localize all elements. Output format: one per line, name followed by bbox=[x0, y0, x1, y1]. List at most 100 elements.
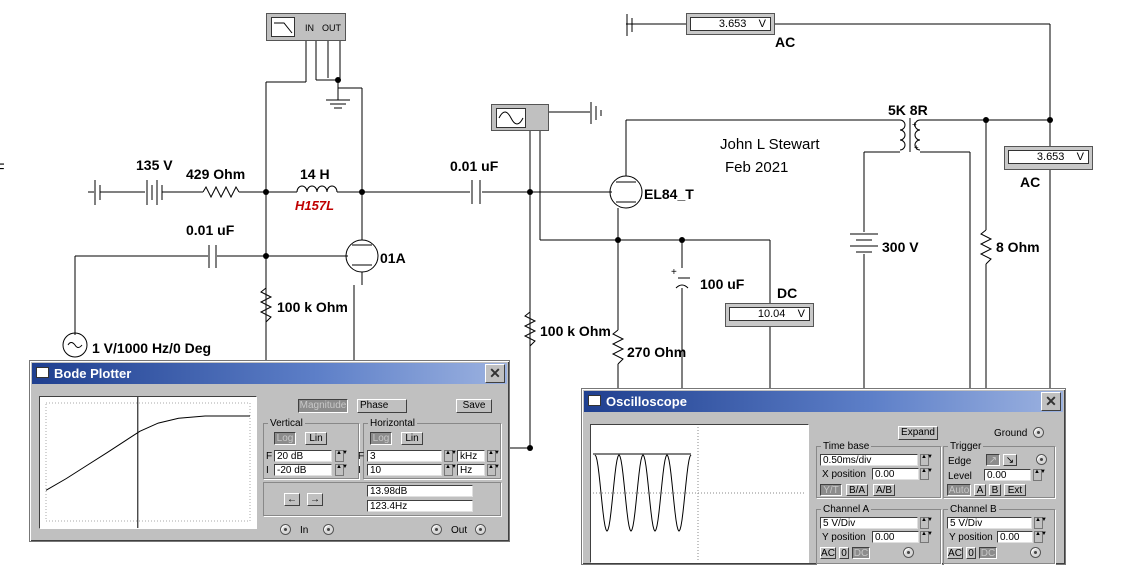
scope-screen[interactable] bbox=[590, 424, 809, 563]
horizontal-final-label: F bbox=[358, 451, 365, 462]
bode-plot-area[interactable] bbox=[39, 396, 257, 529]
bode-magnitude-curve bbox=[45, 415, 250, 491]
in-minus-terminal[interactable] bbox=[323, 524, 334, 535]
horizontal-final-unit[interactable]: kHz bbox=[457, 450, 485, 462]
spinner-icon[interactable]: ▲▼ bbox=[920, 517, 933, 529]
vertical-log-button[interactable]: Log bbox=[274, 432, 296, 445]
ext-trigger-terminal[interactable] bbox=[1036, 454, 1047, 465]
transformer-label: 5K 8R bbox=[888, 102, 928, 118]
mode-ab-button[interactable]: A/B bbox=[873, 484, 895, 496]
ground-terminal[interactable] bbox=[1033, 427, 1044, 438]
scope-titlebar[interactable]: Oscilloscope ✕ bbox=[584, 391, 1063, 412]
date-note: Feb 2021 bbox=[725, 159, 789, 176]
spinner-icon[interactable]: ▲▼ bbox=[487, 450, 500, 462]
load-8ohm-label: 8 Ohm bbox=[996, 239, 1040, 255]
horizontal-initial-unit[interactable]: Hz bbox=[457, 464, 485, 476]
spinner-icon[interactable]: ▲▼ bbox=[920, 468, 933, 480]
spinner-icon[interactable]: ▲▼ bbox=[335, 450, 348, 462]
spinner-icon[interactable]: ▲▼ bbox=[920, 454, 933, 466]
spinner-icon[interactable]: ▲▼ bbox=[487, 464, 500, 476]
out-minus-terminal[interactable] bbox=[475, 524, 486, 535]
out-plus-terminal[interactable] bbox=[431, 524, 442, 535]
channel-a-terminal[interactable] bbox=[903, 547, 914, 558]
vertical-final-label: F bbox=[266, 451, 273, 462]
horizontal-initial-field[interactable]: 10 bbox=[367, 464, 442, 476]
spinner-icon[interactable]: ▲▼ bbox=[920, 531, 933, 543]
close-icon[interactable]: ✕ bbox=[485, 364, 505, 383]
horizontal-group: Horizontal Log Lin F 3 ▲▼ kHz ▲▼ I 10 ▲▼… bbox=[358, 418, 501, 479]
edge-label: Edge bbox=[948, 456, 972, 467]
phase-button[interactable]: Phase bbox=[357, 399, 407, 413]
rising-edge-icon[interactable]: ↗ bbox=[986, 454, 1000, 466]
horizontal-final-field[interactable]: 3 bbox=[367, 450, 442, 462]
vertical-initial-label: I bbox=[266, 465, 269, 476]
resistor-429-label: 429 Ohm bbox=[186, 166, 246, 182]
sine-wave-icon bbox=[496, 108, 526, 128]
expand-button[interactable]: Expand bbox=[898, 426, 938, 440]
channel-b-ac-button[interactable]: AC bbox=[947, 547, 963, 559]
timebase-field[interactable]: 0.50ms/div bbox=[820, 454, 918, 466]
cap-input-label: 0.01 uF bbox=[186, 222, 235, 238]
ac-voltmeter-right: 3.653 V bbox=[1004, 146, 1093, 170]
trigger-auto-button[interactable]: Auto bbox=[947, 484, 971, 496]
readout-db-field: 13.98dB bbox=[367, 485, 473, 497]
channel-b-zero-button[interactable]: 0 bbox=[966, 547, 976, 559]
bode-out-terminal-label: OUT bbox=[322, 23, 341, 33]
in-label: In bbox=[300, 525, 309, 536]
in-plus-terminal[interactable] bbox=[280, 524, 291, 535]
vertical-initial-field[interactable]: -20 dB bbox=[274, 464, 332, 476]
resistor-100k-left-label: 100 k Ohm bbox=[277, 299, 348, 315]
bode-in-terminal-label: IN bbox=[305, 23, 314, 33]
mode-yt-button[interactable]: Y/T bbox=[820, 484, 842, 496]
cursor-left-button[interactable]: ← bbox=[284, 493, 300, 506]
falling-edge-icon[interactable]: ↘ bbox=[1003, 454, 1017, 466]
scope-channel-a-trace bbox=[594, 454, 692, 532]
vertical-final-field[interactable]: 20 dB bbox=[274, 450, 332, 462]
trigger-a-button[interactable]: A bbox=[974, 484, 986, 496]
cursor-right-button[interactable]: → bbox=[307, 493, 323, 506]
horizontal-log-button[interactable]: Log bbox=[370, 432, 392, 445]
channel-b-group: Channel B 5 V/Div ▲▼ Y position 0.00 ▲▼ … bbox=[943, 504, 1055, 564]
trigger-b-button[interactable]: B bbox=[989, 484, 1001, 496]
channel-b-ypos-field[interactable]: 0.00 bbox=[997, 531, 1033, 543]
level-label: Level bbox=[948, 471, 972, 482]
bode-plotter-window[interactable]: Bode Plotter ✕ Magnitude Phase Save Vert… bbox=[29, 360, 510, 542]
xpos-field[interactable]: 0.00 bbox=[872, 468, 919, 480]
channel-a-dc-button[interactable]: DC bbox=[852, 547, 870, 559]
spinner-icon[interactable]: ▲▼ bbox=[1034, 517, 1047, 529]
inductor-label: 14 H bbox=[300, 166, 330, 182]
channel-b-scale-field[interactable]: 5 V/Div bbox=[947, 517, 1032, 529]
svg-text:+: + bbox=[912, 120, 917, 129]
mode-ba-button[interactable]: B/A bbox=[846, 484, 868, 496]
filter-icon bbox=[271, 17, 295, 37]
close-icon[interactable]: ✕ bbox=[1041, 392, 1061, 411]
oscilloscope-instrument[interactable] bbox=[491, 104, 549, 131]
bode-title: Bode Plotter bbox=[54, 366, 132, 381]
vertical-lin-button[interactable]: Lin bbox=[305, 432, 327, 445]
dc-voltmeter: 10.04 V bbox=[725, 303, 814, 327]
save-button[interactable]: Save bbox=[456, 399, 492, 413]
channel-a-ypos-field[interactable]: 0.00 bbox=[872, 531, 919, 543]
spinner-icon[interactable]: ▲▼ bbox=[444, 464, 457, 476]
cap-100uf-label: 100 uF bbox=[700, 276, 745, 292]
channel-a-label: Channel A bbox=[821, 504, 872, 515]
bode-plotter-instrument[interactable]: IN OUT bbox=[266, 13, 346, 41]
battery-label: 135 V bbox=[136, 157, 173, 173]
channel-a-zero-button[interactable]: 0 bbox=[839, 547, 849, 559]
trigger-ext-button[interactable]: Ext bbox=[1004, 484, 1026, 496]
level-field[interactable]: 0.00 bbox=[984, 469, 1031, 481]
channel-a-ac-button[interactable]: AC bbox=[820, 547, 836, 559]
bode-titlebar[interactable]: Bode Plotter ✕ bbox=[32, 363, 507, 384]
spinner-icon[interactable]: ▲▼ bbox=[444, 450, 457, 462]
svg-text:+: + bbox=[914, 143, 919, 152]
channel-b-terminal[interactable] bbox=[1030, 547, 1041, 558]
magnitude-button[interactable]: Magnitude bbox=[298, 399, 348, 413]
channel-a-scale-field[interactable]: 5 V/Div bbox=[820, 517, 918, 529]
vertical-label: Vertical bbox=[268, 418, 305, 429]
spinner-icon[interactable]: ▲▼ bbox=[1033, 469, 1046, 481]
oscilloscope-window[interactable]: Oscilloscope ✕ Expand Ground Time base 0… bbox=[581, 388, 1066, 565]
spinner-icon[interactable]: ▲▼ bbox=[1034, 531, 1047, 543]
spinner-icon[interactable]: ▲▼ bbox=[335, 464, 348, 476]
channel-b-dc-button[interactable]: DC bbox=[979, 547, 997, 559]
horizontal-lin-button[interactable]: Lin bbox=[401, 432, 423, 445]
